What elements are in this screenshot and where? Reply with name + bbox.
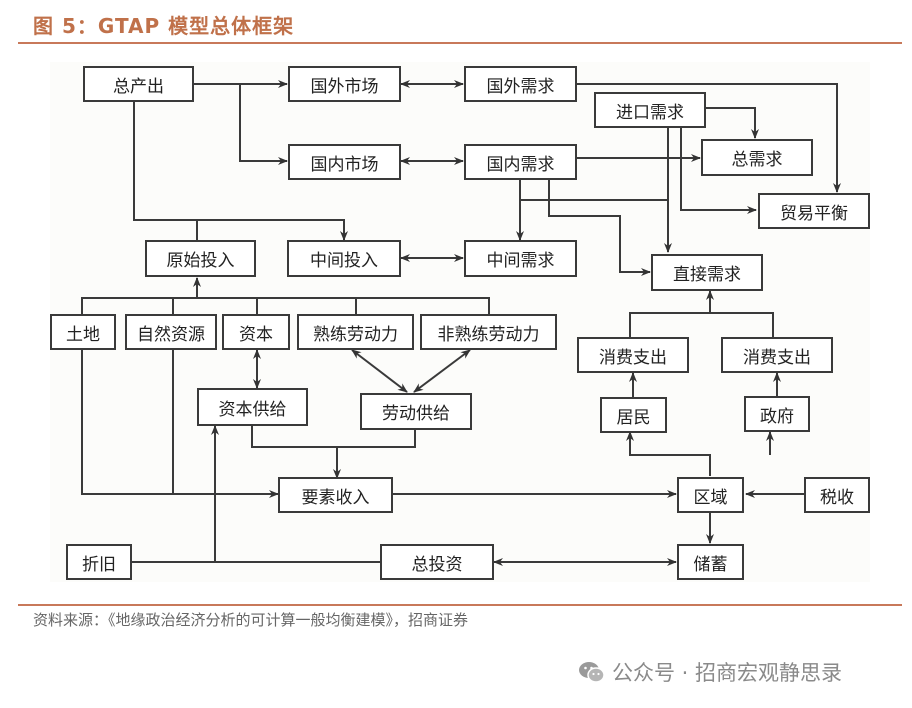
node-primary-input: 原始投入 xyxy=(145,240,256,277)
source-divider xyxy=(18,604,902,606)
node-government: 政府 xyxy=(744,396,810,432)
node-savings: 储蓄 xyxy=(677,544,744,580)
node-skilled-labor: 熟练劳动力 xyxy=(297,314,414,350)
edge-domestic-direct-demand xyxy=(548,180,651,276)
node-consumption-government: 消费支出 xyxy=(721,337,833,373)
node-household: 居民 xyxy=(600,397,667,433)
title-divider xyxy=(18,42,902,44)
watermark: 公众号 · 招商宏观静思录 xyxy=(578,657,842,687)
node-domestic-demand: 国内需求 xyxy=(464,144,577,180)
node-tax: 税收 xyxy=(804,477,870,513)
node-region: 区域 xyxy=(677,477,744,513)
node-total-investment: 总投资 xyxy=(380,544,494,580)
node-unskilled-labor: 非熟练劳动力 xyxy=(420,314,557,350)
edge-unskilled-labor-supply xyxy=(413,349,471,393)
node-direct-demand: 直接需求 xyxy=(651,254,763,291)
node-foreign-market: 国外市场 xyxy=(288,66,401,102)
node-depreciation: 折旧 xyxy=(66,544,132,580)
node-land: 土地 xyxy=(50,314,116,350)
edge-output-intermediate-input xyxy=(133,101,348,241)
node-capital-supply: 资本供给 xyxy=(197,388,308,426)
source-note: 资料来源：《地缘政治经济分析的可计算一般均衡建模》，招商证券 xyxy=(33,611,469,629)
edge-factors-primary-input xyxy=(81,297,490,316)
edge-import-total-demand xyxy=(705,107,759,139)
edge-consumption-direct-demand xyxy=(629,312,774,338)
node-consumption-household: 消费支出 xyxy=(577,337,689,373)
node-domestic-market: 国内市场 xyxy=(288,144,401,180)
figure-title: 图 5：GTAP 模型总体框架 xyxy=(33,14,295,38)
node-import-demand: 进口需求 xyxy=(594,92,706,128)
edge-land-factor-income xyxy=(81,350,279,498)
wechat-icon xyxy=(578,660,606,684)
edge-foreign-demand-trade xyxy=(577,83,841,193)
node-natural-resources: 自然资源 xyxy=(125,314,217,350)
node-capital: 资本 xyxy=(222,314,290,350)
edge-supplies-factor-income xyxy=(251,426,416,448)
node-foreign-demand: 国外需求 xyxy=(464,66,577,102)
node-factor-income: 要素收入 xyxy=(278,477,393,513)
node-trade-balance: 贸易平衡 xyxy=(758,193,870,229)
edge-region-household-gov xyxy=(626,431,711,476)
edge-import-trade xyxy=(680,127,757,214)
node-intermediate-input: 中间投入 xyxy=(287,240,401,277)
watermark-text: 公众号 · 招商宏观静思录 xyxy=(612,661,843,685)
node-intermediate-demand: 中间需求 xyxy=(464,240,577,277)
node-labor-supply: 劳动供给 xyxy=(360,393,472,430)
edge-output-domestic-market xyxy=(239,84,288,165)
node-total-demand: 总需求 xyxy=(701,139,813,176)
edge-skilled-labor-supply xyxy=(351,349,408,393)
node-total-output: 总产出 xyxy=(83,66,194,102)
